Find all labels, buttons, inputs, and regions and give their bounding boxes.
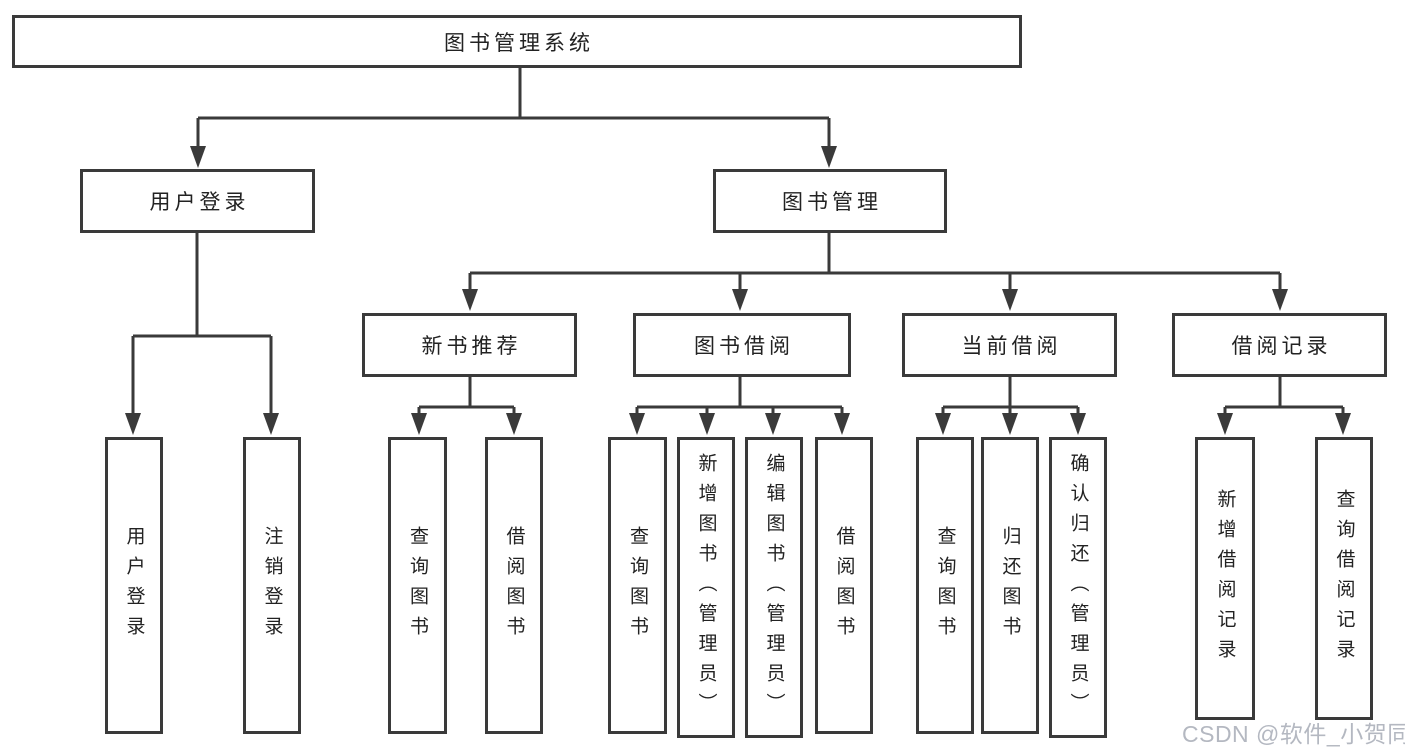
node-label: 图书管理系统 <box>444 31 594 55</box>
node-label: 图书管理 <box>782 191 882 214</box>
leaf-logout: 注销登录 <box>243 437 301 734</box>
leaf-add-books-admin: 新增图书（管理员） <box>677 437 735 738</box>
node-new-book-recommendation: 新书推荐 <box>362 313 577 377</box>
node-label: 查询图书 <box>627 525 648 646</box>
leaf-user-login: 用户登录 <box>105 437 163 734</box>
node-label: 编辑图书（管理员） <box>763 452 785 723</box>
leaf-query-books-3: 查询图书 <box>916 437 974 734</box>
connector-user-login-children <box>125 232 279 435</box>
node-label: 用户登录 <box>123 525 145 646</box>
leaf-borrow-books-1: 借阅图书 <box>485 437 543 734</box>
node-label: 注销登录 <box>261 525 283 646</box>
node-label: 新书推荐 <box>421 335 522 358</box>
csdn-watermark: CSDN @软件_小贺同学 <box>1182 721 1405 747</box>
node-label: 确认归还（管理员） <box>1067 452 1089 723</box>
node-label: 借阅图书 <box>503 525 525 646</box>
node-borrowing-records: 借阅记录 <box>1172 313 1387 377</box>
node-label: 用户登录 <box>149 191 250 214</box>
leaf-query-books-2: 查询图书 <box>608 437 667 734</box>
leaf-confirm-return-admin: 确认归还（管理员） <box>1049 437 1107 738</box>
node-user-login: 用户登录 <box>80 169 315 233</box>
node-book-borrowing: 图书借阅 <box>633 313 851 377</box>
connector-borrow-record-children <box>1217 376 1351 435</box>
connector-book-borrow-children <box>629 376 850 435</box>
node-label: 借阅记录 <box>1231 335 1332 358</box>
node-root-book-management-system: 图书管理系统 <box>12 15 1022 68</box>
connector-new-book-children <box>411 376 522 435</box>
node-label: 借阅图书 <box>833 525 855 646</box>
node-label: 查询借阅记录 <box>1333 488 1355 669</box>
leaf-query-books-1: 查询图书 <box>388 437 447 734</box>
leaf-edit-books-admin: 编辑图书（管理员） <box>745 437 803 738</box>
node-label: 新增借阅记录 <box>1214 488 1236 669</box>
leaf-return-books: 归还图书 <box>981 437 1039 734</box>
node-book-management: 图书管理 <box>713 169 947 233</box>
connector-current-borrow-children <box>935 376 1086 435</box>
node-label: 查询图书 <box>407 525 428 646</box>
leaf-borrow-books-2: 借阅图书 <box>815 437 873 734</box>
connector-book-management-children <box>462 232 1288 311</box>
node-label: 图书借阅 <box>694 335 794 358</box>
leaf-add-borrow-record: 新增借阅记录 <box>1195 437 1255 720</box>
node-label: 查询图书 <box>934 525 956 646</box>
node-label: 当前借阅 <box>961 335 1062 358</box>
leaf-query-borrow-record: 查询借阅记录 <box>1315 437 1373 720</box>
connector-root-to-level1 <box>190 68 837 168</box>
node-current-borrowing: 当前借阅 <box>902 313 1117 377</box>
node-label: 归还图书 <box>999 525 1021 646</box>
node-label: 新增图书（管理员） <box>695 452 717 723</box>
